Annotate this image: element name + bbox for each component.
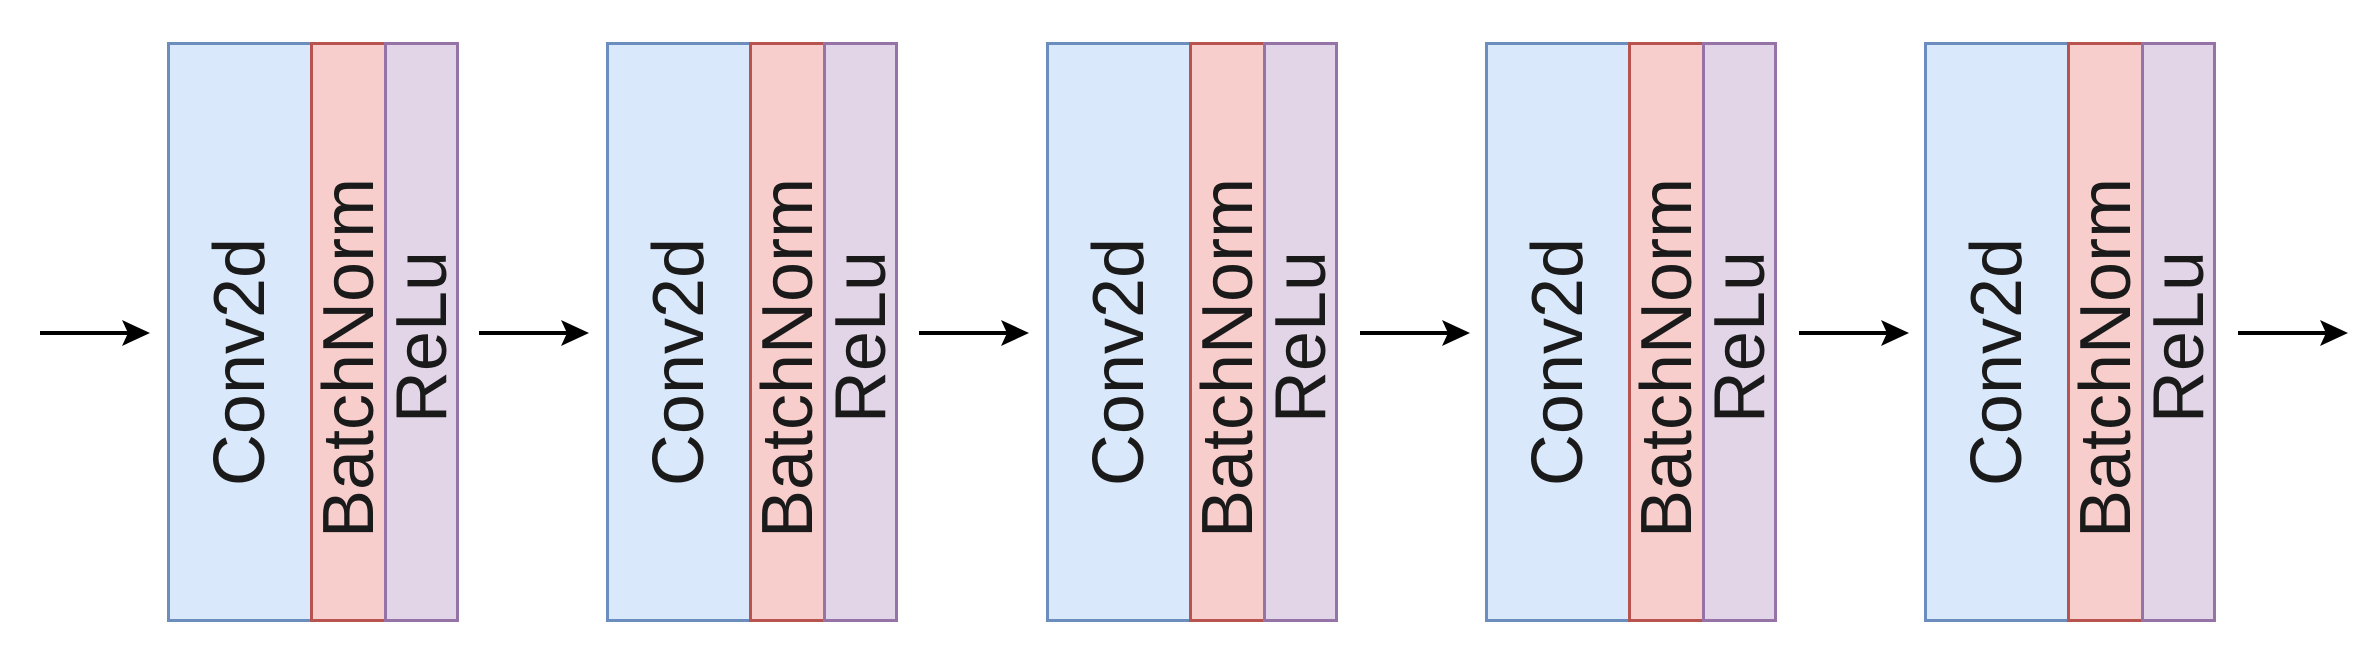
conv2d-label: Conv2d — [639, 237, 719, 487]
batchnorm-label: BatchNorm — [1626, 177, 1707, 539]
conv2d-label: Conv2d — [200, 237, 280, 487]
arrow-right-icon — [477, 315, 591, 351]
arrow-right-icon — [1797, 315, 1911, 351]
batchnorm-layer: BatchNorm — [1626, 42, 1707, 622]
conv2d-layer: Conv2d — [1485, 42, 1631, 622]
relu-layer: ReLu — [381, 42, 462, 622]
batchnorm-label: BatchNorm — [747, 177, 828, 539]
batchnorm-label: BatchNorm — [308, 177, 389, 539]
conv2d-layer: Conv2d — [606, 42, 752, 622]
batchnorm-label: BatchNorm — [1187, 177, 1268, 539]
batchnorm-layer: BatchNorm — [308, 42, 389, 622]
relu-label: ReLu — [381, 250, 462, 424]
conv2d-layer: Conv2d — [167, 42, 313, 622]
conv2d-label: Conv2d — [1518, 237, 1598, 487]
conv2d-layer: Conv2d — [1924, 42, 2070, 622]
relu-layer: ReLu — [1699, 42, 1780, 622]
batchnorm-layer: BatchNorm — [2065, 42, 2146, 622]
input-arrow-icon — [38, 315, 152, 351]
relu-layer: ReLu — [820, 42, 901, 622]
conv2d-layer: Conv2d — [1046, 42, 1192, 622]
relu-layer: ReLu — [1260, 42, 1341, 622]
batchnorm-layer: BatchNorm — [1187, 42, 1268, 622]
conv2d-label: Conv2d — [1079, 237, 1159, 487]
batchnorm-label: BatchNorm — [2065, 177, 2146, 539]
relu-label: ReLu — [820, 250, 901, 424]
arrow-right-icon — [1358, 315, 1472, 351]
conv-block-2: Conv2d BatchNorm ReLu — [606, 42, 901, 622]
conv2d-label: Conv2d — [1957, 237, 2037, 487]
arrow-right-icon — [917, 315, 1031, 351]
batchnorm-layer: BatchNorm — [747, 42, 828, 622]
relu-label: ReLu — [1699, 250, 1780, 424]
conv-block-4: Conv2d BatchNorm ReLu — [1485, 42, 1780, 622]
relu-label: ReLu — [2138, 250, 2219, 424]
relu-label: ReLu — [1260, 250, 1341, 424]
output-arrow-icon — [2236, 315, 2350, 351]
conv-block-1: Conv2d BatchNorm ReLu — [167, 42, 462, 622]
relu-layer: ReLu — [2138, 42, 2219, 622]
conv-block-5: Conv2d BatchNorm ReLu — [1924, 42, 2219, 622]
conv-block-3: Conv2d BatchNorm ReLu — [1046, 42, 1341, 622]
